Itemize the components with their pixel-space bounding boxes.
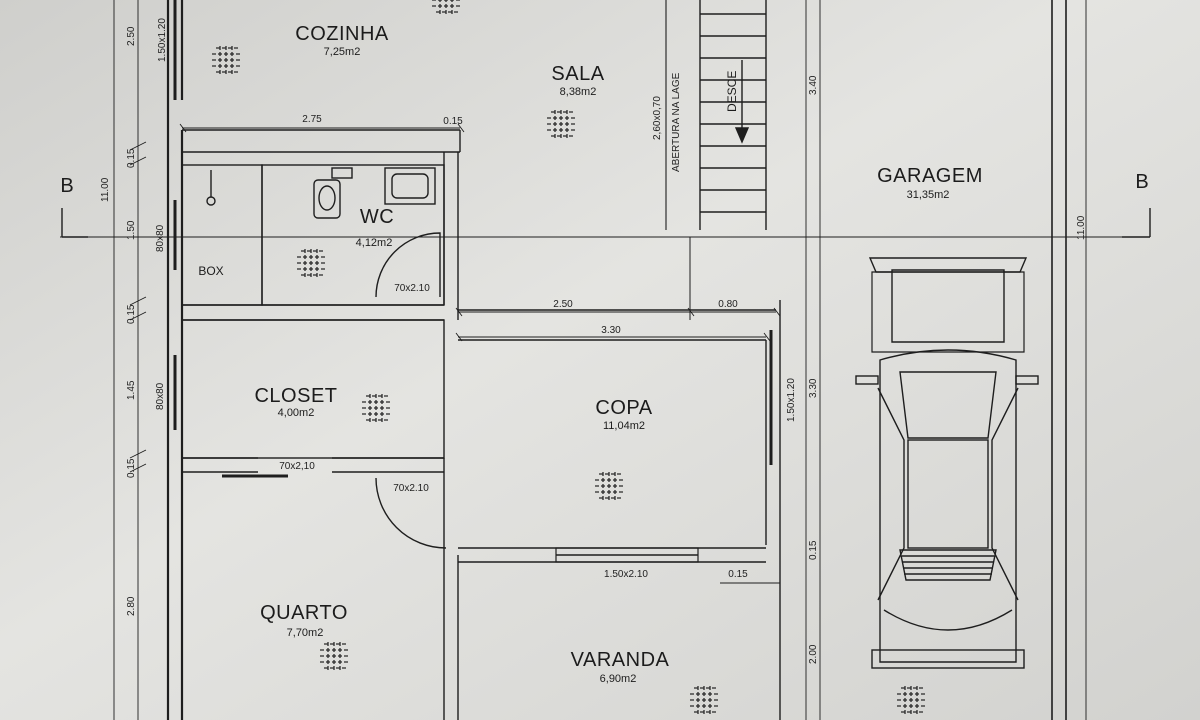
dim-left-2: 1.50 (126, 220, 137, 240)
window-label-closet: 80x80 (155, 382, 166, 410)
room-name-sala: SALA (551, 63, 604, 85)
dim-cozinha-width: 2.75 (302, 114, 322, 125)
dim-copa-a: 2.50 (553, 299, 573, 310)
window-label-box: 80x80 (155, 224, 166, 252)
section-mark-right (1122, 208, 1151, 238)
toilet-icon (313, 179, 341, 219)
dim-left-1: 0.15 (126, 148, 137, 168)
sink-icon (384, 167, 436, 205)
window-label-copa: 1.50x1.20 (786, 378, 797, 422)
right-exterior-wall (1051, 0, 1067, 720)
stair-rail (699, 0, 767, 230)
dim-copa-width: 3.30 (601, 325, 621, 336)
dim-left-5: 0.15 (126, 458, 137, 478)
opening-size-label: 2,60x0,70 (652, 96, 663, 140)
dim-copa-height: 3.30 (808, 378, 819, 398)
wall-closet-bottom (182, 457, 445, 473)
room-name-varanda: VARANDA (571, 649, 670, 671)
dim-left-6: 2.80 (126, 596, 137, 616)
stair-arrow (734, 60, 750, 144)
dim-copa-b: 0.80 (718, 299, 738, 310)
dim-varanda-height: 2.00 (808, 644, 819, 664)
section-label-left: B (60, 175, 73, 197)
room-area-varanda: 6,90m2 (600, 673, 637, 685)
room-name-copa: COPA (595, 397, 652, 419)
dim-varanda-wall: 0.15 (728, 569, 748, 580)
door-label-quarto: 70x2.10 (393, 483, 429, 494)
room-name-box: BOX (198, 264, 223, 278)
quarto-door-swing (375, 477, 447, 549)
dim-overall-right: 11.00 (1076, 215, 1087, 240)
room-area-cozinha: 7,25m2 (324, 46, 361, 58)
dim-wall-top: 0.15 (443, 116, 463, 127)
room-area-quarto: 7,70m2 (287, 627, 324, 639)
room-name-closet: CLOSET (254, 385, 337, 407)
wall-cozinha-bottom (182, 129, 461, 153)
dim-left-3: 0.15 (126, 304, 137, 324)
window-label-cozinha: 1.50x1.20 (157, 18, 168, 62)
room-name-cozinha: COZINHA (295, 23, 389, 45)
dim-overall-left: 11.00 (100, 177, 111, 202)
dim-sala-height: 3.40 (808, 75, 819, 95)
door-label-wc: 70x2.10 (394, 283, 430, 294)
wc-door-swing (375, 232, 441, 298)
dim-wall-right: 0.15 (808, 540, 819, 560)
window-label-varanda: 1.50x2.10 (604, 569, 648, 580)
room-name-garagem: GARAGEM (877, 165, 983, 187)
wall-copa-top (458, 309, 776, 341)
stair-steps (700, 13, 766, 213)
dim-left-0: 2.50 (126, 26, 137, 46)
opening-note-label: ABERTURA NA LAGE (671, 72, 682, 172)
car-icon (855, 257, 1039, 669)
room-area-copa: 11,04m2 (603, 420, 645, 432)
room-area-wc: 4,12m2 (356, 237, 393, 249)
room-area-sala: 8,38m2 (560, 86, 597, 98)
door-label-closet: 70x2,10 (279, 461, 315, 472)
closet-room (181, 319, 445, 459)
room-name-wc: WC (360, 206, 394, 228)
room-area-garagem: 31,35m2 (907, 189, 950, 201)
room-area-closet: 4,00m2 (278, 407, 315, 419)
wall-copa-right (765, 300, 781, 720)
wall-wc-right (443, 152, 459, 320)
section-mark-left (61, 208, 88, 238)
section-label-right: B (1135, 171, 1148, 193)
dim-left-4: 1.45 (126, 380, 137, 400)
room-name-quarto: QUARTO (260, 602, 348, 624)
stair-label: DESCE (725, 71, 739, 112)
